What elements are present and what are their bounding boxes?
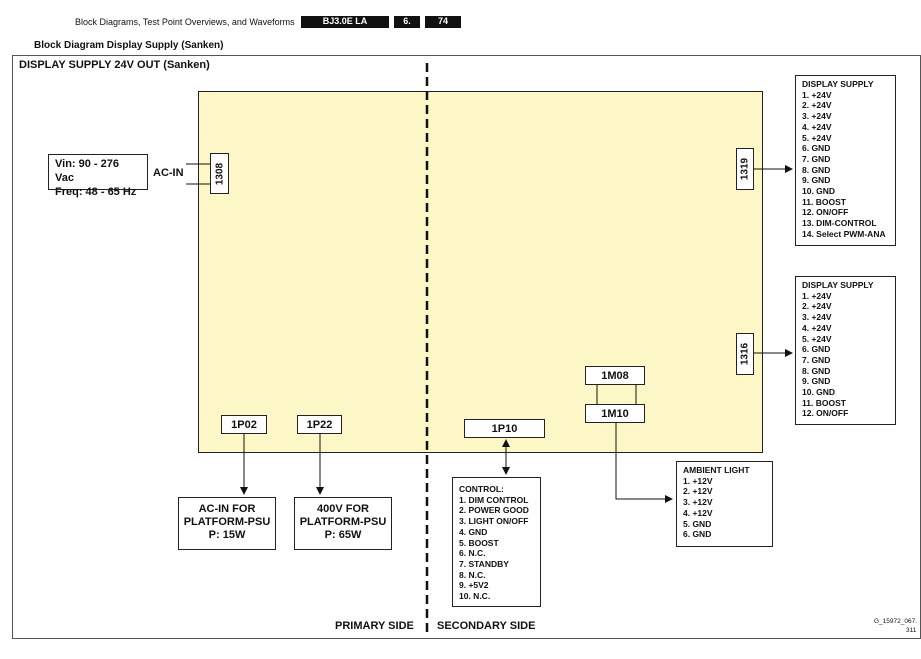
header-tag-page: 74 <box>425 16 461 28</box>
primary-side-label: PRIMARY SIDE <box>335 620 414 632</box>
connector-1308: 1308 <box>210 153 229 194</box>
list-item: 8. GND <box>802 164 831 175</box>
list-item: 8. GND <box>802 365 831 376</box>
frame-title: DISPLAY SUPPLY 24V OUT (Sanken) <box>19 59 210 71</box>
figure-code-2: 311 <box>906 627 917 634</box>
list-item: 3. +24V <box>802 312 832 323</box>
list-item: 1. DIM CONTROL <box>459 494 529 505</box>
list-item: 8. N.C. <box>459 569 486 580</box>
list-item: 5. +24V <box>802 132 832 143</box>
vin-text: Vin: 90 - 276 Vac <box>55 158 119 184</box>
connector-1319: 1319 <box>736 148 754 190</box>
list-item: 10. N.C. <box>459 591 491 602</box>
list-item: 4. +24V <box>802 322 832 333</box>
connector-1M10: 1M10 <box>585 404 645 423</box>
list-item: 2. +12V <box>683 486 713 497</box>
list-item: 3. +24V <box>802 111 832 122</box>
ambient-light-title: AMBIENT LIGHT <box>683 465 750 475</box>
list-item: 4. GND <box>459 526 488 537</box>
list-item: 3. +12V <box>683 497 713 508</box>
list-item: 12. ON/OFF <box>802 207 849 218</box>
list-item: 11. BOOST <box>802 397 846 408</box>
display-supply-2-title: DISPLAY SUPPLY <box>802 280 874 290</box>
secondary-side-label: SECONDARY SIDE <box>437 620 536 632</box>
list-item: 1. +24V <box>802 290 832 301</box>
header-tag-model: BJ3.0E LA <box>301 16 389 28</box>
list-item: 6. GND <box>802 344 831 355</box>
ambient-light-list: AMBIENT LIGHT 1. +12V 2. +12V 3. +12V 4.… <box>676 461 773 547</box>
connector-1M08: 1M08 <box>585 366 645 385</box>
list-item: 2. POWER GOOD <box>459 505 529 516</box>
header-text: Block Diagrams, Test Point Overviews, an… <box>75 17 295 27</box>
supply-board <box>198 91 763 453</box>
list-item: 6. N.C. <box>459 548 486 559</box>
list-item: 6. GND <box>683 529 712 540</box>
list-item: 7. GND <box>802 354 831 365</box>
list-item: 2. +24V <box>802 100 832 111</box>
display-supply-1-title: DISPLAY SUPPLY <box>802 79 874 89</box>
list-item: 3. LIGHT ON/OFF <box>459 516 529 527</box>
list-item: 7. GND <box>802 153 831 164</box>
freq-text: Freq: 48 - 65 Hz <box>55 186 137 198</box>
acin-psu-box: AC-IN FOR PLATFORM-PSU P: 15W <box>178 497 276 550</box>
psu-400v-box: 400V FOR PLATFORM-PSU P: 65W <box>294 497 392 550</box>
display-supply-list-2: DISPLAY SUPPLY 1. +24V 2. +24V 3. +24V 4… <box>795 276 896 425</box>
list-item: 7. STANDBY <box>459 558 509 569</box>
control-list: CONTROL: 1. DIM CONTROL 2. POWER GOOD 3.… <box>452 477 541 607</box>
list-item: 1. +12V <box>683 475 713 486</box>
list-item: 11. BOOST <box>802 196 846 207</box>
input-spec-box: Vin: 90 - 276 Vac Freq: 48 - 65 Hz <box>48 154 148 198</box>
list-item: 4. +12V <box>683 507 713 518</box>
display-supply-list-1: DISPLAY SUPPLY 1. +24V 2. +24V 3. +24V 4… <box>795 75 896 246</box>
list-item: 14. Select PWM-ANA <box>802 228 886 239</box>
list-item: 9. +5V2 <box>459 580 489 591</box>
list-item: 10. GND <box>802 387 836 398</box>
list-item: 9. GND <box>802 376 831 387</box>
connector-1P22: 1P22 <box>297 415 342 434</box>
ac-in-label: AC-IN <box>153 167 184 179</box>
list-item: 4. +24V <box>802 121 832 132</box>
header-tag-chapter: 6. <box>394 16 420 28</box>
connector-1P10: 1P10 <box>464 419 545 438</box>
control-title: CONTROL: <box>459 484 504 494</box>
connector-1316: 1316 <box>736 333 754 375</box>
figure-code: G_15972_067. <box>874 618 918 625</box>
list-item: 12. ON/OFF <box>802 408 849 419</box>
list-item: 9. GND <box>802 175 831 186</box>
list-item: 13. DIM-CONTROL <box>802 218 877 229</box>
list-item: 5. BOOST <box>459 537 499 548</box>
page-title: Block Diagram Display Supply (Sanken) <box>34 40 224 51</box>
list-item: 1. +24V <box>802 89 832 100</box>
list-item: 5. GND <box>683 518 712 529</box>
connector-1P02: 1P02 <box>221 415 267 434</box>
list-item: 6. GND <box>802 143 831 154</box>
list-item: 5. +24V <box>802 333 832 344</box>
list-item: 2. +24V <box>802 301 832 312</box>
list-item: 10. GND <box>802 186 836 197</box>
